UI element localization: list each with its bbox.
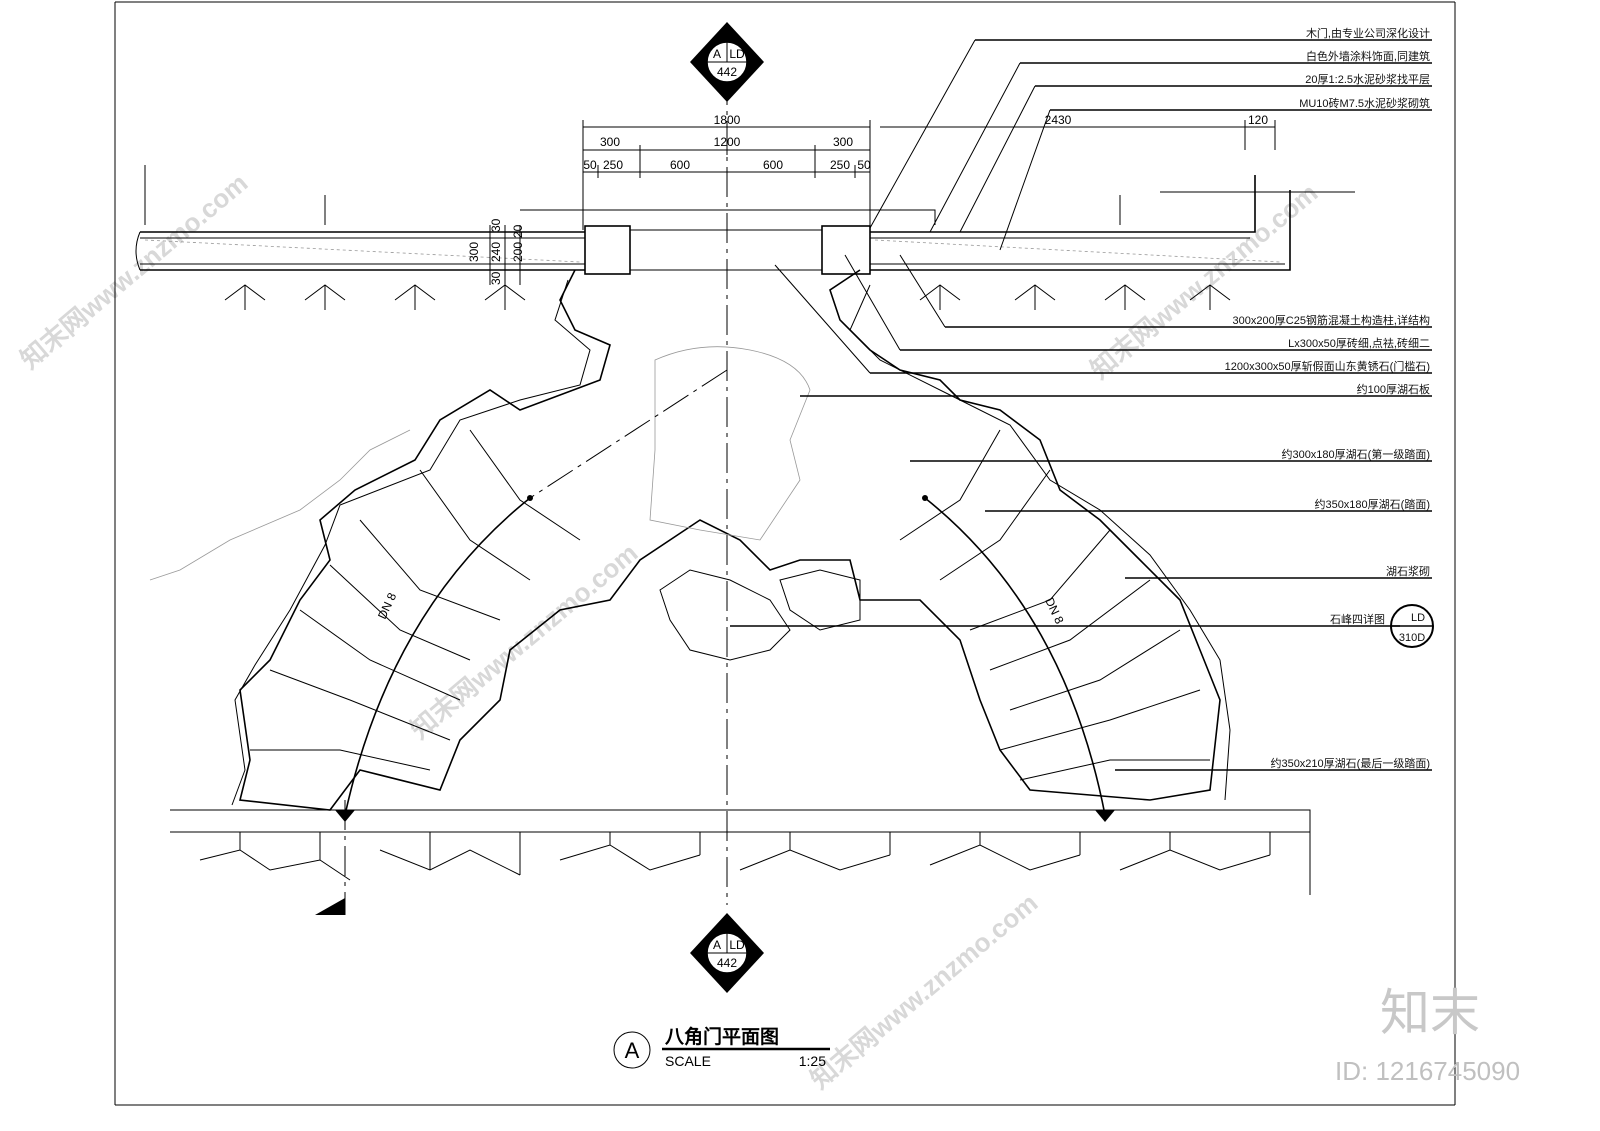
- znzmo-logo: 知末 ID: 1216745090: [1335, 985, 1520, 1086]
- svg-text:30: 30: [489, 218, 503, 232]
- svg-text:50: 50: [857, 158, 871, 172]
- watermark-text: 知末网www.znzmo.com: [405, 537, 644, 744]
- svg-text:250: 250: [830, 158, 850, 172]
- svg-text:Lx300x50厚砖细,点祛,砖细二: Lx300x50厚砖细,点祛,砖细二: [1288, 336, 1430, 350]
- watermark-text: 知末网www.znzmo.com: [805, 887, 1044, 1094]
- svg-text:LD: LD: [729, 938, 745, 952]
- centerline: [315, 75, 728, 915]
- svg-text:442: 442: [717, 65, 737, 79]
- arc-left: [344, 497, 531, 816]
- svg-text:600: 600: [763, 158, 783, 172]
- svg-text:白色外墙涂料饰面,同建筑: 白色外墙涂料饰面,同建筑: [1306, 49, 1430, 63]
- svg-text:250: 250: [603, 158, 623, 172]
- svg-text:1200x300x50厚斩假面山东黄锈石(门槛石): 1200x300x50厚斩假面山东黄锈石(门槛石): [1225, 359, 1430, 373]
- svg-text:1800: 1800: [714, 113, 741, 127]
- scale-value: 1:25: [799, 1053, 826, 1069]
- arc-right: [924, 497, 1106, 816]
- svg-text:ID: 1216745090: ID: 1216745090: [1335, 1056, 1520, 1086]
- svg-text:240: 240: [489, 242, 503, 262]
- svg-text:300x200厚C25钢筋混凝土构造柱,详结构: 300x200厚C25钢筋混凝土构造柱,详结构: [1233, 313, 1430, 327]
- paving: [170, 809, 1311, 895]
- svg-text:20: 20: [511, 224, 525, 238]
- drawing-title: 八角门平面图: [665, 1025, 779, 1048]
- section-marker-bottom: A LD 442: [690, 913, 764, 993]
- arc-label: DN 8: [375, 590, 399, 621]
- svg-text:A: A: [713, 47, 721, 61]
- svg-text:20厚1:2.5水泥砂浆找平层: 20厚1:2.5水泥砂浆找平层: [1305, 72, 1430, 86]
- svg-text:120: 120: [1248, 113, 1268, 127]
- svg-text:湖石浆砌: 湖石浆砌: [1386, 564, 1430, 578]
- dimensions: 1800 300 1200 300 50 250 600 600 250 50 …: [467, 113, 1276, 285]
- section-marker-top: A LD 442: [690, 22, 764, 102]
- svg-text:300: 300: [600, 135, 620, 149]
- svg-text:A: A: [713, 938, 721, 952]
- svg-text:约300x180厚湖石(第一级踏面): 约300x180厚湖石(第一级踏面): [1281, 447, 1430, 461]
- svg-text:30: 30: [489, 271, 503, 285]
- drawing-title-block: A 八角门平面图 SCALE 1:25: [613, 1025, 830, 1069]
- frame: [114, 1, 1456, 1106]
- annotations: 木门,由专业公司深化设计 白色外墙涂料饰面,同建筑 20厚1:2.5水泥砂浆找平…: [730, 26, 1432, 771]
- svg-text:木门,由专业公司深化设计: 木门,由专业公司深化设计: [1306, 26, 1430, 40]
- rockwork: [149, 269, 1231, 811]
- watermark-text: 知末网www.znzmo.com: [15, 167, 254, 374]
- svg-text:LD: LD: [1411, 612, 1425, 624]
- svg-text:知末: 知末: [1380, 985, 1480, 1041]
- svg-text:LD: LD: [729, 47, 745, 61]
- svg-text:1200: 1200: [714, 135, 741, 149]
- scale-label: SCALE: [665, 1053, 711, 1069]
- svg-text:200: 200: [511, 242, 525, 262]
- svg-text:约350x180厚湖石(踏面): 约350x180厚湖石(踏面): [1314, 497, 1430, 511]
- view-marker: A: [625, 1038, 640, 1063]
- svg-text:600: 600: [670, 158, 690, 172]
- svg-text:MU10砖M7.5水泥砂浆砌筑: MU10砖M7.5水泥砂浆砌筑: [1299, 96, 1430, 110]
- svg-text:2430: 2430: [1045, 113, 1072, 127]
- svg-text:442: 442: [717, 956, 737, 970]
- svg-text:300: 300: [833, 135, 853, 149]
- svg-text:约350x210厚湖石(最后一级踏面): 约350x210厚湖石(最后一级踏面): [1270, 756, 1430, 770]
- svg-text:310D: 310D: [1399, 632, 1425, 644]
- svg-text:300: 300: [467, 242, 481, 262]
- svg-text:约100厚湖石板: 约100厚湖石板: [1357, 382, 1430, 396]
- watermark-layer: 知末网www.znzmo.com 知末网www.znzmo.com 知末网www…: [15, 167, 1324, 1094]
- wall: [135, 165, 1355, 275]
- svg-text:石峰四详图: 石峰四详图: [1330, 612, 1385, 626]
- arc-label: DN 8: [1042, 595, 1066, 626]
- svg-text:50: 50: [583, 158, 597, 172]
- detail-marker: LD 310D: [1390, 604, 1434, 648]
